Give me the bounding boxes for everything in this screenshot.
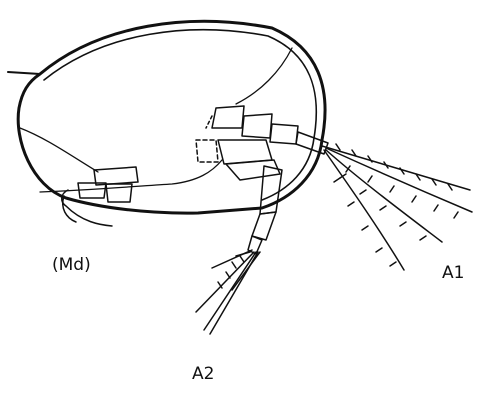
antenna-2 [196,140,282,334]
mandible [62,167,138,226]
carapace-spine [8,72,40,74]
antenna-1 [206,106,472,270]
label-mandible: (Md) [52,255,91,275]
dorsal-line [236,48,292,104]
label-antenna-1: A1 [442,263,464,283]
label-antenna-2: A2 [192,364,214,384]
